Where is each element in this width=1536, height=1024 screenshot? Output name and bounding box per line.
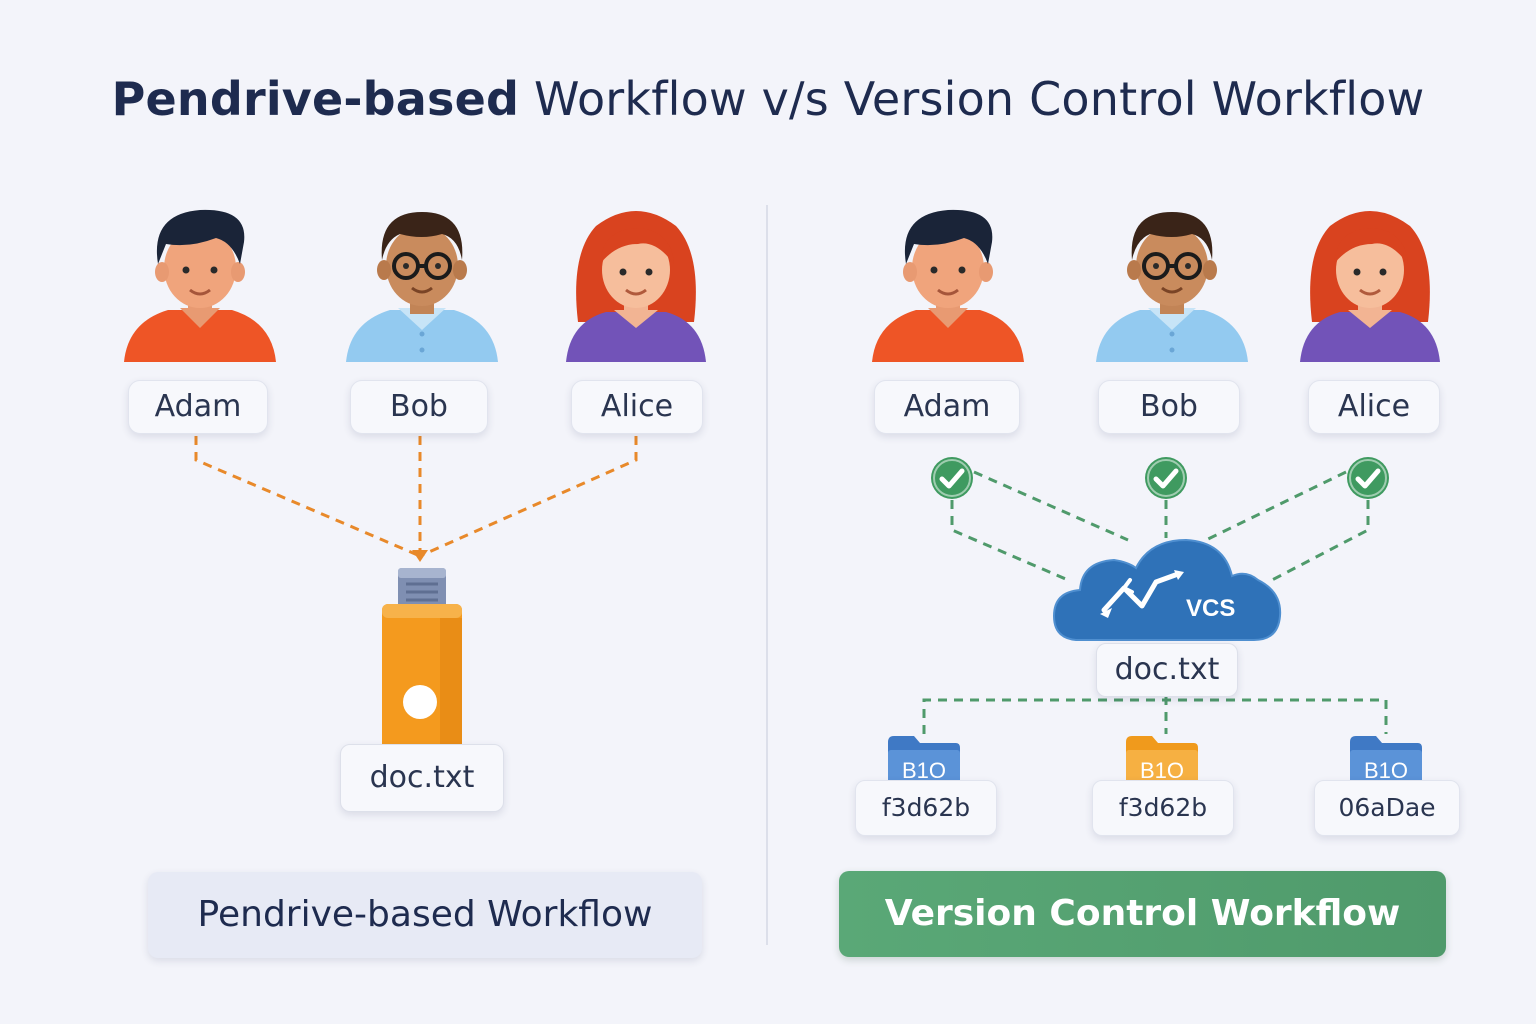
right-user-name-adam: Adam <box>874 380 1020 434</box>
alice-avatar-icon <box>1300 211 1440 362</box>
left-user-name-bob: Bob <box>350 380 488 434</box>
title-bold: Pendrive-based <box>111 72 520 126</box>
left-user-name-adam: Adam <box>128 380 268 434</box>
bob-avatar-icon <box>346 212 498 362</box>
adam-avatar-icon <box>872 209 1024 362</box>
adam-avatar-icon <box>124 209 276 362</box>
folder-label: B1O <box>902 758 946 783</box>
center-divider <box>766 205 768 945</box>
vcs-label: VCS <box>1186 595 1235 622</box>
vcs-cloud-icon: VCS <box>1052 538 1282 641</box>
pendrive-arrowhead <box>412 550 428 562</box>
alice-avatar-icon <box>566 211 706 362</box>
right-user-name-bob: Bob <box>1098 380 1240 434</box>
usb-drive-icon <box>382 568 462 754</box>
commit-hash: 06aDae <box>1314 780 1460 836</box>
folder-icon: B1O <box>888 736 960 786</box>
commit-hash: f3d62b <box>1092 780 1234 836</box>
right-file-label: doc.txt <box>1096 643 1238 697</box>
folder-label: B1O <box>1140 758 1184 783</box>
folder-icon: B1O <box>1350 736 1422 786</box>
pendrive-lines <box>194 436 638 558</box>
right-user-name-alice: Alice <box>1308 380 1440 434</box>
check-icon <box>1145 457 1187 499</box>
left-caption: Pendrive-based Workflow <box>148 872 702 958</box>
vcs-lines <box>922 470 1388 734</box>
check-icon <box>1347 457 1389 499</box>
folder-icon: B1O <box>1126 736 1198 786</box>
commit-hash: f3d62b <box>855 780 997 836</box>
left-file-label: doc.txt <box>340 744 504 812</box>
bob-avatar-icon <box>1096 212 1248 362</box>
page-title: Pendrive-based Workflow v/s Version Cont… <box>0 72 1536 126</box>
left-user-name-alice: Alice <box>571 380 703 434</box>
right-caption: Version Control Workflow <box>839 871 1446 957</box>
check-icon <box>931 457 973 499</box>
title-regular: Workflow v/s Version Control Workflow <box>519 72 1425 126</box>
folder-label: B1O <box>1364 758 1408 783</box>
